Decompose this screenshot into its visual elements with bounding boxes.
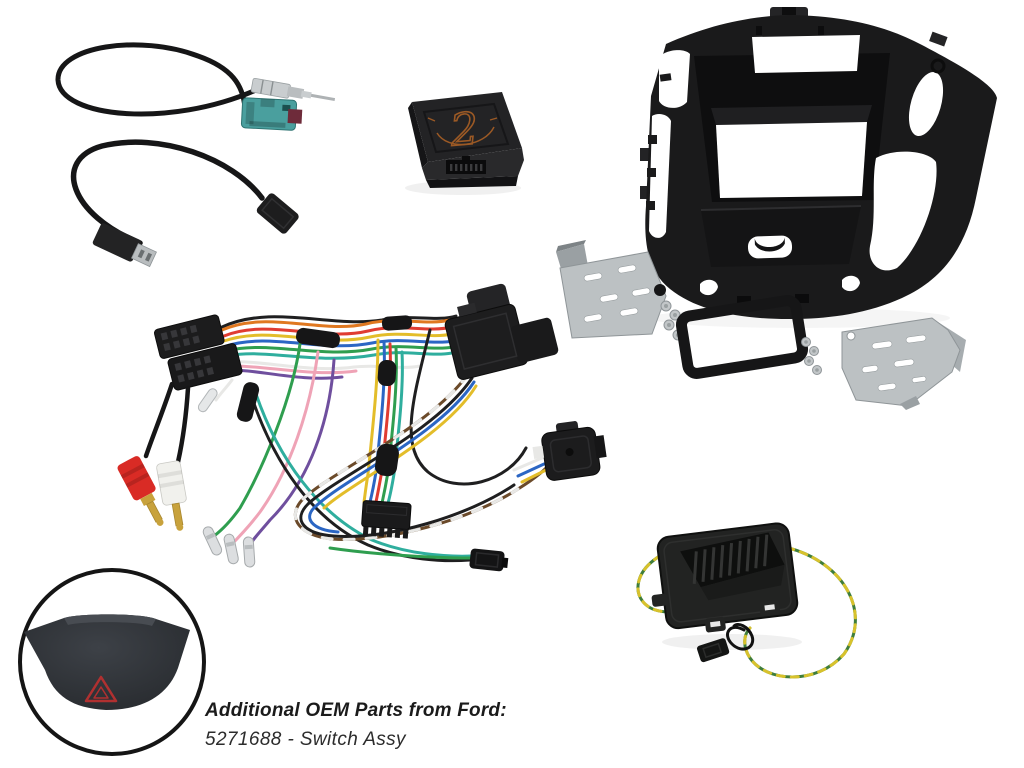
- tape-wrap: [375, 443, 399, 477]
- fakra-connector: [240, 97, 303, 131]
- loom-connector: [696, 638, 730, 663]
- usb-cable-end: [256, 193, 299, 234]
- facia-handle-cutout: [747, 235, 793, 259]
- caption: Additional OEM Parts from Ford: 5271688 …: [205, 700, 507, 751]
- usb-plug: [92, 223, 157, 268]
- pocket-module-with-loom: [636, 522, 857, 679]
- hazard-triangle-icon: [84, 675, 118, 703]
- left-mounting-bracket: [556, 240, 667, 339]
- facia-right-vent-cutout: [908, 72, 944, 136]
- connects2-logo: 2: [427, 103, 498, 158]
- oem-switch-callout: [18, 568, 206, 756]
- steering-control-connector: [532, 421, 607, 481]
- tape-wrap: [377, 359, 397, 387]
- antenna-cable-loop: [55, 42, 259, 117]
- iso-connector-block: [153, 314, 243, 391]
- pocket-body: [651, 522, 799, 633]
- screw-set-right: [801, 337, 822, 375]
- screen-frame-bezel: [675, 295, 809, 379]
- bracket-stud: [654, 284, 666, 296]
- main-wiring-harness: [117, 283, 607, 572]
- mounting-tabs: [651, 593, 781, 633]
- hazard-switch: [24, 614, 190, 710]
- din-antenna-plug: [250, 77, 336, 102]
- tape-wrap: [381, 315, 413, 331]
- tape-wrap: [236, 382, 260, 422]
- molex-power-connector: [361, 500, 412, 539]
- rca-plug-white: [156, 460, 187, 531]
- facia-right-wedge-cutout: [869, 151, 937, 271]
- usb-cable-loop: [70, 139, 265, 246]
- antenna-adapter-cable: [55, 42, 336, 131]
- right-mounting-bracket: [841, 317, 966, 410]
- caption-line-2: 5271688 - Switch Assy: [205, 729, 406, 750]
- bullet-terminals: [197, 388, 256, 568]
- antenna-pin: [308, 93, 336, 102]
- dash-facia-panel: [640, 7, 997, 319]
- facia-main-opening: [716, 122, 867, 198]
- quadlock-connector: [444, 283, 559, 380]
- rca-plug-red: [117, 456, 164, 526]
- tape-wrap: [296, 327, 340, 349]
- facia-shelf: [711, 105, 872, 125]
- facia-upper-opening: [752, 35, 860, 73]
- rca-plugs: [117, 456, 187, 531]
- facia-left-vent-cutout: [659, 50, 690, 108]
- loom-coil: [726, 622, 755, 651]
- usb-cable: [70, 139, 299, 268]
- interface-module: 2: [408, 92, 524, 188]
- caption-line-1: Additional OEM Parts from Ford:: [205, 700, 507, 721]
- svg-text:2: 2: [447, 103, 480, 156]
- two-pin-connector: [469, 548, 509, 572]
